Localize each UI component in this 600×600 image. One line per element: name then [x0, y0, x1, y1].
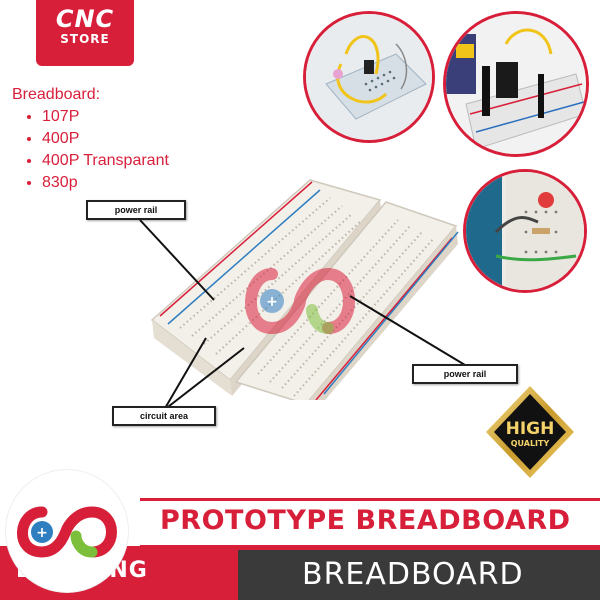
spec-item: 107P — [42, 106, 169, 128]
label-power-rail-top: power rail — [86, 200, 186, 220]
badge-line2: QUALITY — [511, 439, 550, 448]
svg-text:+: + — [36, 525, 48, 541]
spec-item: 400P — [42, 128, 169, 150]
photo-breadboard-arduino — [446, 14, 586, 154]
label-power-rail-bottom: power rail — [412, 364, 518, 384]
spec-item: 830p — [42, 172, 169, 194]
photo-breadboard-led — [306, 14, 432, 140]
badge-line1: HIGH — [506, 419, 555, 439]
product-title: PROTOTYPE BREADBOARD — [160, 505, 571, 536]
product-subtitle: BREADBOARD — [302, 557, 524, 592]
spec-list: Breadboard: 107P 400P 400P Transparant 8… — [12, 84, 169, 194]
brand-name: CNC — [55, 5, 115, 33]
watermark-logo: + — [245, 267, 355, 335]
brand-badge: CNC STORE — [36, 0, 134, 66]
spec-heading: Breadboard: — [12, 86, 101, 103]
store-logo: + — [6, 470, 128, 592]
high-quality-badge: HIGH QUALITY — [486, 386, 574, 478]
brand-subname: STORE — [60, 32, 110, 46]
label-circuit-area: circuit area — [112, 406, 216, 426]
subtitle-box: BREADBOARD — [238, 550, 600, 600]
title-banner: PROTOTYPE BREADBOARD — [140, 498, 600, 548]
spec-item: 400P Transparant — [42, 150, 169, 172]
store-logo-icon: + — [17, 506, 117, 558]
svg-text:+: + — [266, 294, 278, 310]
